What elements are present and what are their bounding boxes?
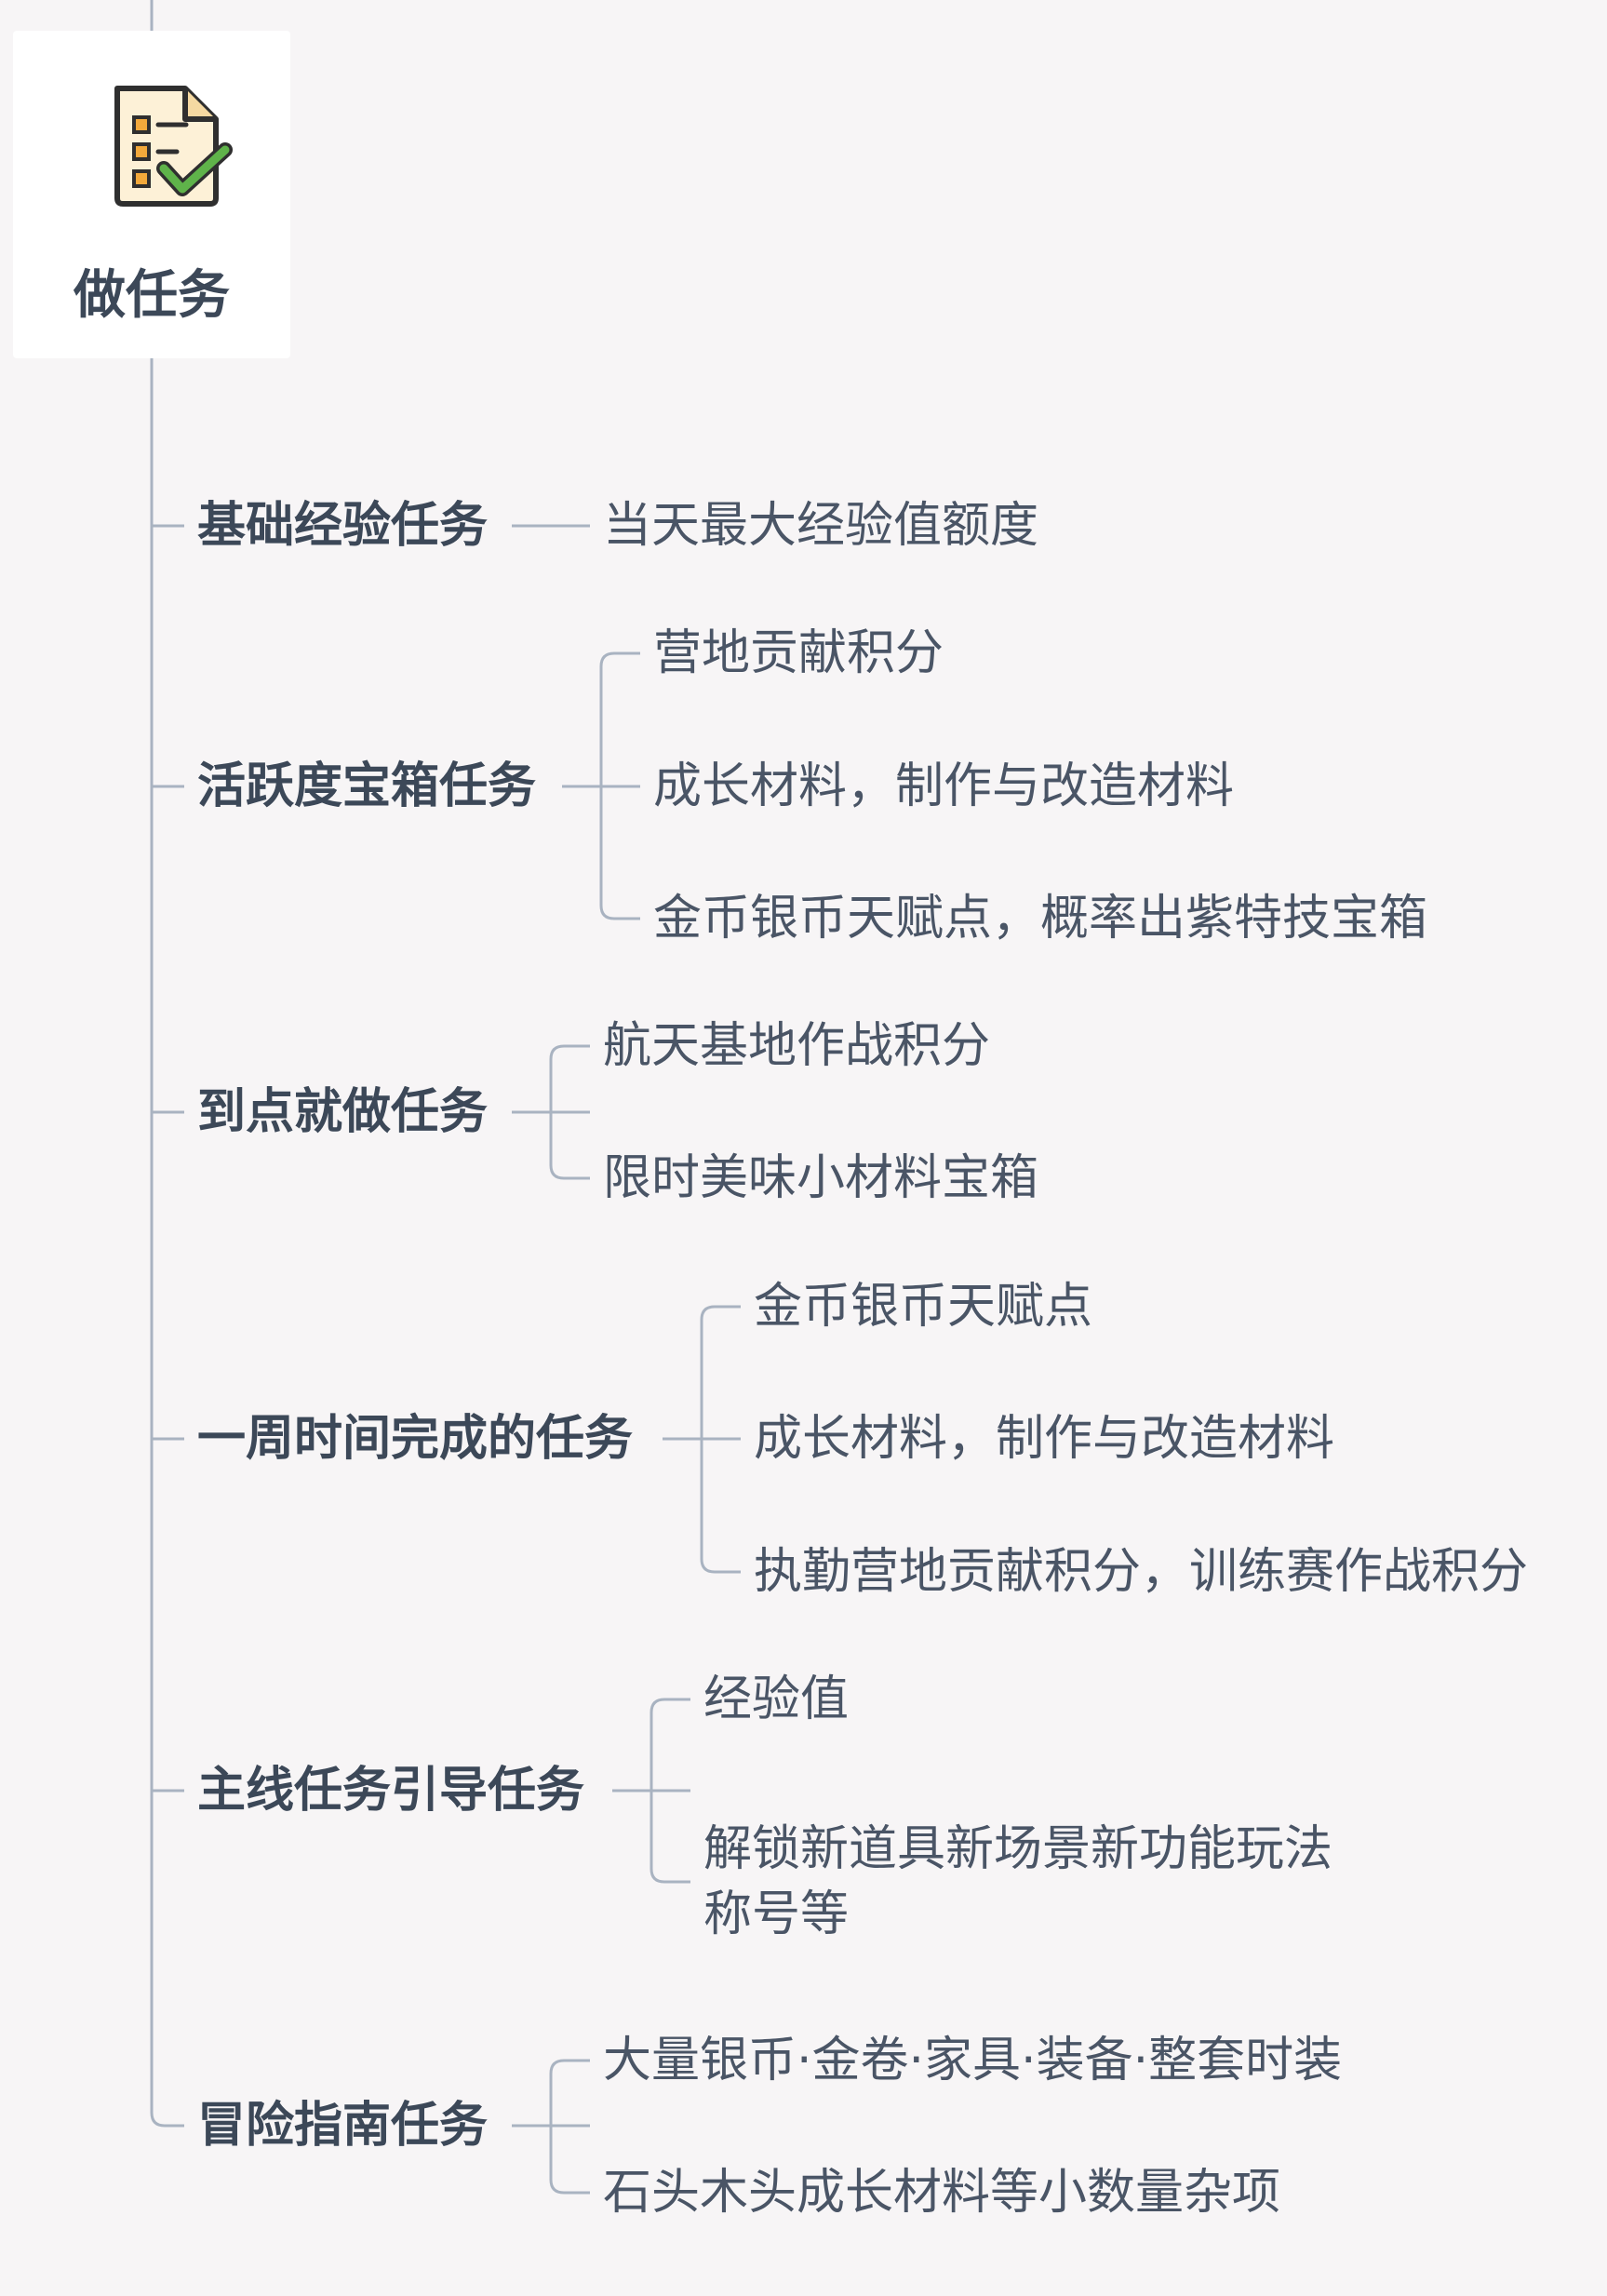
branch-label[interactable]: 活跃度宝箱任务 <box>197 758 537 814</box>
leaf-label[interactable]: 当天最大经验值额度 <box>603 498 1039 554</box>
connector-line <box>150 358 184 2128</box>
leaf-label[interactable]: 营地贡献积分 <box>653 625 944 681</box>
leaf-label[interactable]: 金币银币天赋点 <box>754 1279 1093 1335</box>
leaf-label[interactable]: 解锁新道具新场景新功能玩法 称号等 <box>703 1821 1333 1942</box>
task-checklist-icon <box>114 86 233 207</box>
connector-line <box>549 1044 590 1180</box>
root-title: 做任务 <box>74 265 230 326</box>
branch-label[interactable]: 一周时间完成的任务 <box>197 1410 634 1467</box>
leaf-label[interactable]: 石头木头成长材料等小数量杂项 <box>603 2165 1281 2221</box>
leaf-label[interactable]: 限时美味小材料宝箱 <box>603 1150 1039 1206</box>
connector-line <box>549 2059 590 2195</box>
branch-label[interactable]: 主线任务引导任务 <box>197 1762 585 1819</box>
leaf-label[interactable]: 成长材料，制作与改造材料 <box>653 759 1235 814</box>
branch-label[interactable]: 冒险指南任务 <box>197 2097 489 2154</box>
connector-line <box>649 1698 690 1884</box>
root-node[interactable]: 做任务 <box>13 31 290 358</box>
leaf-label[interactable]: 成长材料，制作与改造材料 <box>754 1411 1335 1467</box>
branch-label[interactable]: 到点就做任务 <box>197 1083 489 1140</box>
leaf-label[interactable]: 航天基地作战积分 <box>603 1018 991 1074</box>
leaf-label[interactable]: 金币银币天赋点，概率出紫特技宝箱 <box>653 891 1428 947</box>
leaf-label[interactable]: 执勤营地贡献积分，训练赛作战积分 <box>754 1544 1529 1600</box>
leaf-label[interactable]: 大量银币·金卷·家具·装备·整套时装 <box>603 2033 1343 2088</box>
leaf-label[interactable]: 经验值 <box>703 1672 850 1727</box>
branch-label[interactable]: 基础经验任务 <box>197 497 489 554</box>
